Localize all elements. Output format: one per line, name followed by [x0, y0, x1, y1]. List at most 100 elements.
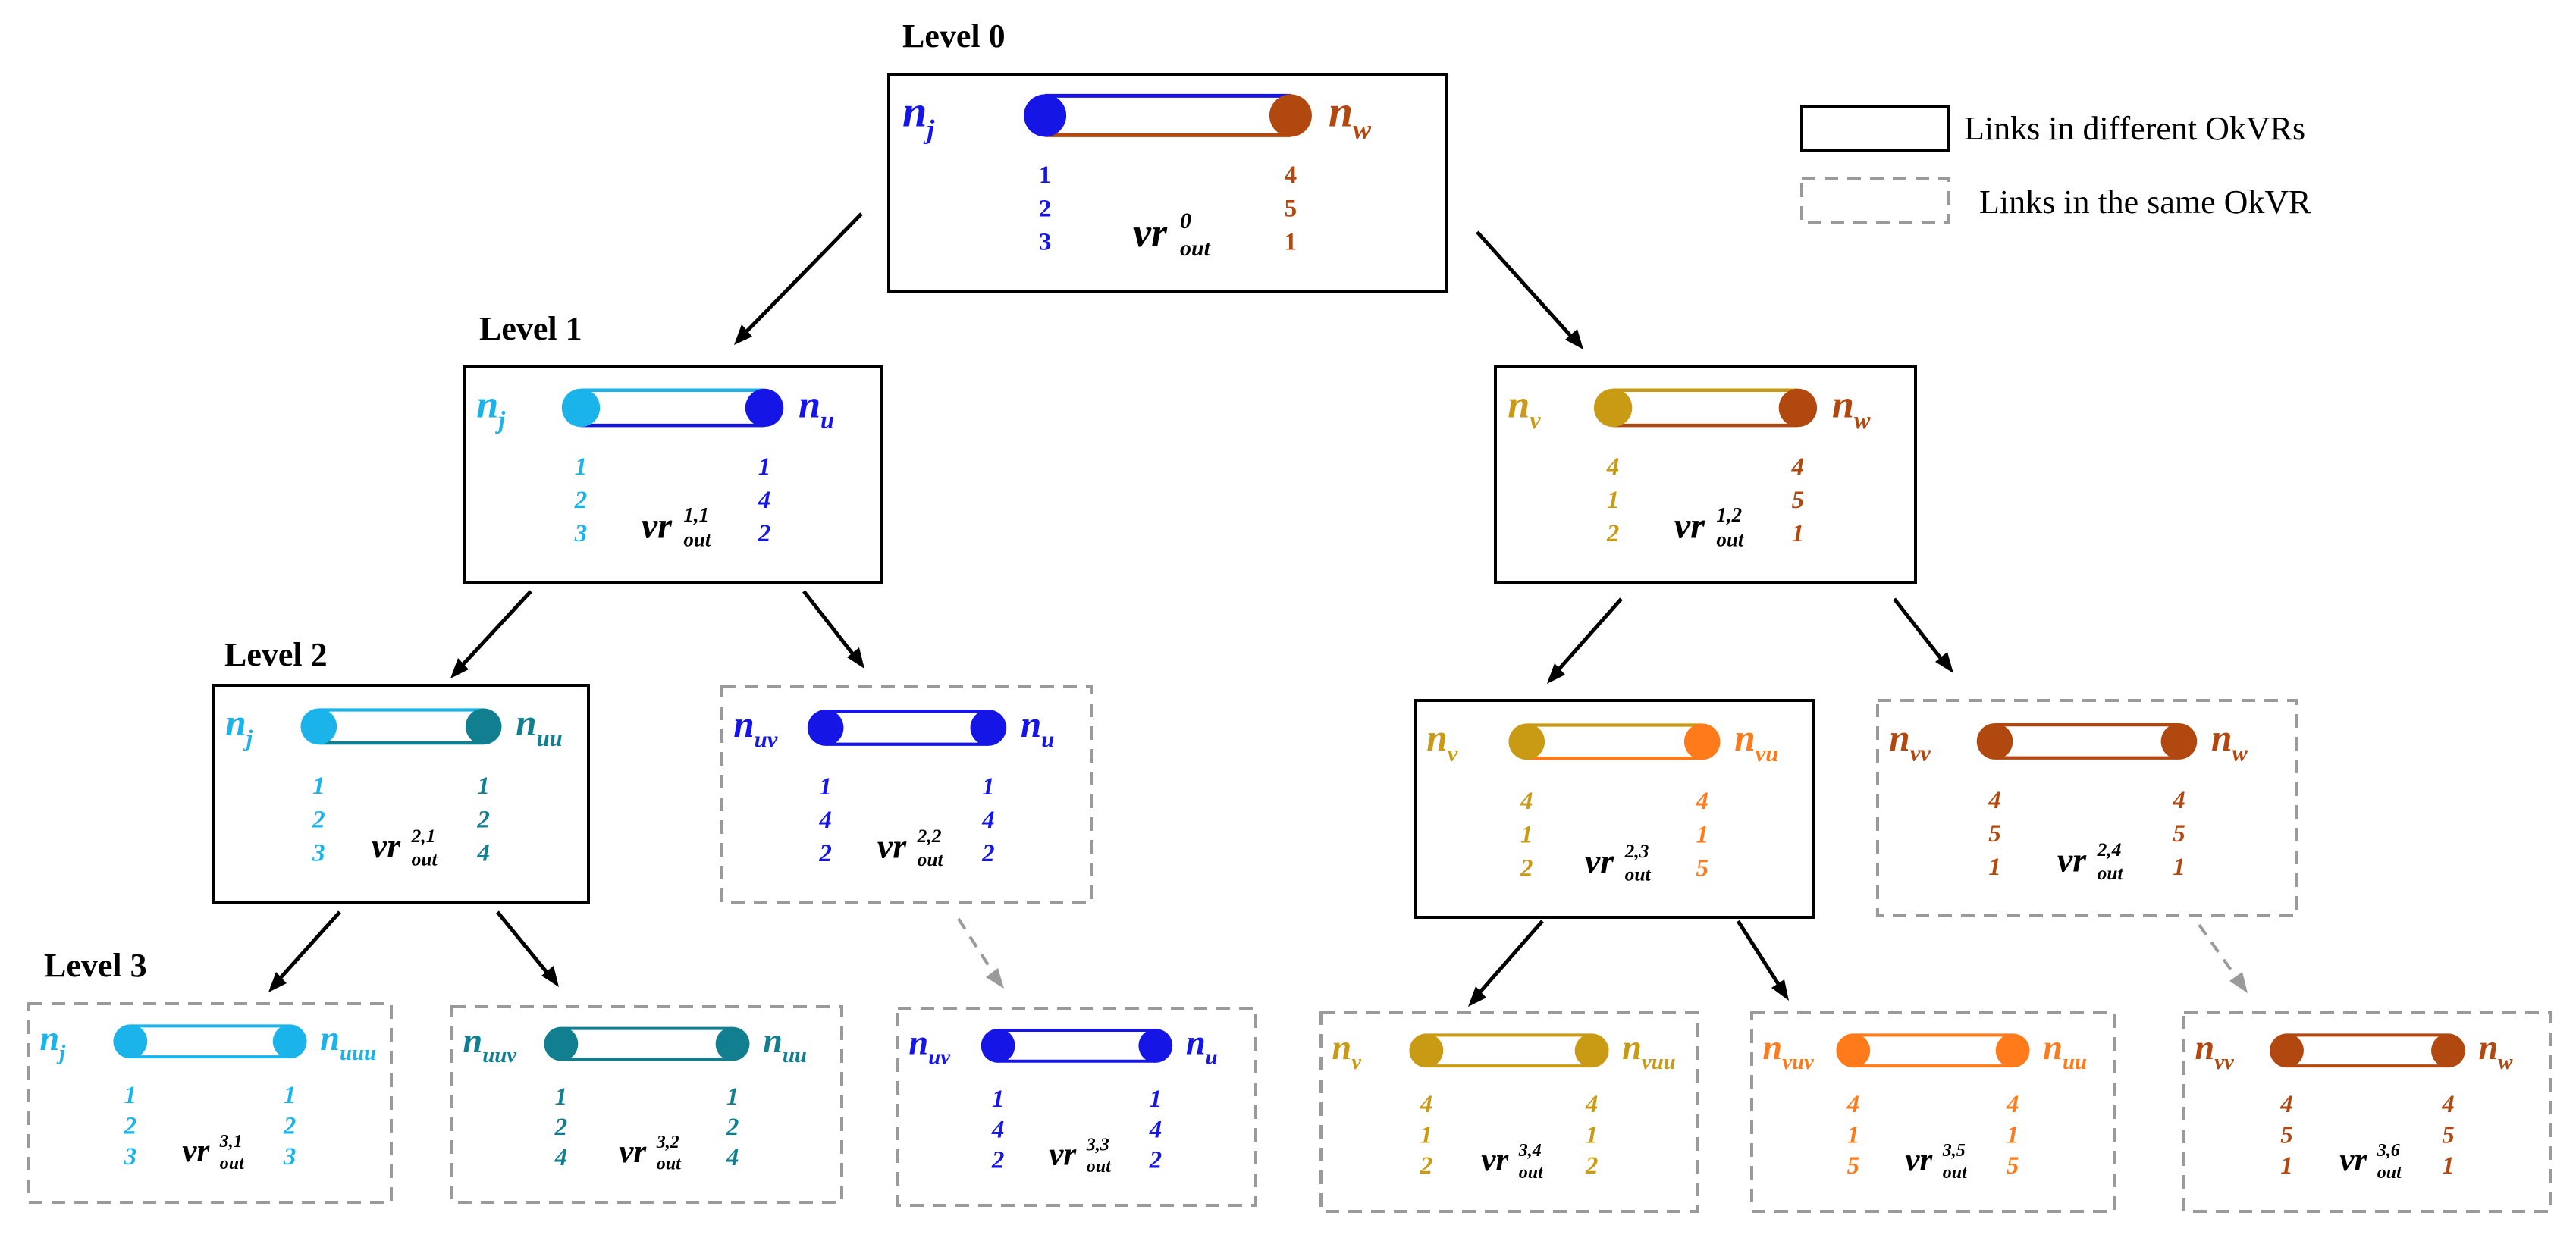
right-node-label: nvu [1734, 717, 1778, 766]
left-node-label: nuuv [463, 1022, 517, 1067]
left-value: 2 [1420, 1152, 1433, 1180]
vr-subscript: out [683, 528, 712, 550]
left-node-main: n [733, 704, 754, 745]
left-value: 1 [1520, 821, 1533, 848]
vr-superscript: 3,6 [2377, 1141, 2400, 1161]
left-value: 1 [1607, 487, 1620, 514]
right-value: 4 [2006, 1091, 2019, 1118]
vr-superscript: 2,1 [411, 825, 436, 847]
left-value: 3 [124, 1143, 137, 1170]
left-node-main: n [1508, 383, 1530, 427]
right-node-label: nvuu [1622, 1029, 1676, 1074]
legend-dashed-swatch [1800, 177, 1950, 224]
right-node-dot [1574, 1033, 1609, 1068]
right-node-label: nw [2211, 717, 2248, 766]
left-node-sub: uv [928, 1045, 951, 1069]
right-node-main: n [1021, 704, 1041, 745]
right-value: 5 [1696, 855, 1708, 882]
right-node-sub: u [1206, 1045, 1218, 1069]
left-value: 5 [1988, 820, 2001, 848]
right-value: 1 [1150, 1086, 1162, 1113]
left-node-dot [1508, 723, 1545, 760]
right-value: 4 [981, 807, 995, 834]
right-value: 2 [283, 1113, 297, 1140]
right-node-sub: vuu [1642, 1050, 1676, 1074]
left-node-main: n [902, 86, 927, 136]
left-node-main: n [2195, 1029, 2214, 1067]
edge-L2a-L3a [270, 910, 341, 989]
left-node-dot [1976, 723, 2013, 760]
arrowhead-L1a-L2b [847, 647, 864, 669]
left-node-label: nvv [1889, 717, 1931, 766]
vr-subscript: out [1943, 1163, 1968, 1183]
arrowhead-L2a-L3b [541, 966, 559, 987]
arrowhead-L2a-L3a [268, 972, 287, 992]
vr-label: vr [2339, 1142, 2367, 1178]
right-node-main: n [320, 1020, 340, 1058]
right-value: 1 [758, 453, 771, 481]
vr-subscript: out [1087, 1157, 1112, 1177]
right-value: 4 [1585, 1091, 1599, 1118]
right-node-main: n [1186, 1024, 1206, 1063]
vr-label: vr [1585, 841, 1614, 880]
right-node-sub: u [820, 407, 834, 434]
right-node-sub: uu [2063, 1050, 2087, 1074]
right-value: 1 [284, 1082, 297, 1109]
right-node-label: nu [799, 383, 834, 434]
left-node-main: n [463, 1022, 482, 1061]
right-node-label: nuu [516, 702, 562, 751]
right-value: 1 [1792, 520, 1805, 547]
right-value: 5 [2173, 820, 2185, 848]
right-node-main: n [1832, 383, 1854, 427]
right-value: 4 [758, 487, 771, 514]
left-node-sub: v [1448, 741, 1458, 766]
right-node-main: n [1622, 1029, 1642, 1067]
left-value: 1 [312, 772, 325, 800]
left-value: 1 [1847, 1122, 1860, 1149]
vr-superscript: 2,4 [2097, 838, 2122, 860]
left-value: 2 [124, 1113, 137, 1140]
left-node-main: n [908, 1024, 928, 1063]
edge-L0-L1b [1476, 230, 1580, 346]
left-value: 2 [1606, 520, 1620, 547]
edge-L1a-L2b [802, 590, 862, 666]
left-node-dot [1593, 388, 1633, 428]
right-value: 4 [476, 840, 490, 867]
right-node-dot [715, 1026, 750, 1061]
right-node-main: n [516, 702, 536, 744]
right-value: 2 [726, 1114, 739, 1141]
right-value: 1 [1285, 229, 1297, 256]
left-node-dot [1836, 1033, 1871, 1068]
right-node-main: n [763, 1022, 783, 1061]
left-node-label: nuv [733, 704, 777, 753]
arrowhead-L0-L1a [734, 324, 752, 345]
vr-label: vr [1049, 1137, 1077, 1173]
left-node-label: nv [1426, 717, 1457, 766]
left-value: 2 [312, 806, 325, 833]
vr-label: vr [1905, 1142, 1933, 1178]
left-node-sub: j [243, 725, 253, 751]
right-node-main: n [799, 383, 820, 427]
arrowhead-L2d-L3f [2229, 972, 2248, 993]
left-value: 1 [555, 1083, 568, 1111]
vr-subscript: out [1625, 863, 1652, 885]
right-node-sub: uuu [340, 1041, 376, 1065]
arrowhead-L2c-L3e [1771, 979, 1789, 1001]
left-value: 3 [1039, 229, 1052, 256]
right-node-sub: w [2498, 1050, 2513, 1074]
level-1-label: Level 1 [479, 310, 582, 347]
left-value: 4 [1606, 453, 1620, 481]
left-node-dot [300, 708, 337, 745]
left-value: 4 [1846, 1091, 1860, 1118]
right-value: 2 [758, 520, 771, 547]
left-node-dot [561, 388, 601, 428]
right-node-label: nw [1832, 383, 1871, 434]
edge-L2c-L3d [1470, 920, 1544, 1004]
vr-subscript: out [412, 848, 438, 870]
left-value: 1 [2280, 1152, 2293, 1180]
vr-subscript: out [918, 848, 944, 870]
